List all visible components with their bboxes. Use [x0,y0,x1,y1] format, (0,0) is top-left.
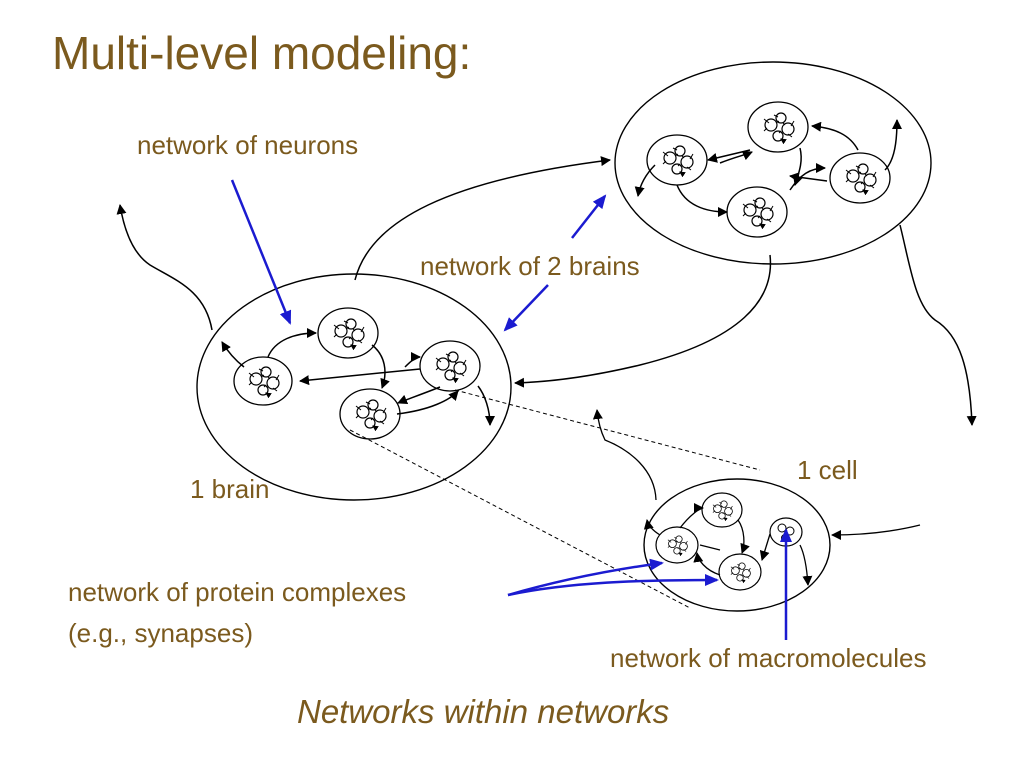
label-1-cell: 1 cell [797,455,858,485]
arrow-to-protein-complex-1 [507,558,664,597]
arrow-to-brain-network-lower [503,284,549,332]
label-1-brain: 1 brain [190,474,270,504]
slide-caption: Networks within networks [297,693,670,730]
cell-ellipse [643,478,831,612]
neuron-cluster [419,340,481,392]
label-network-of-macromolecules: network of macromolecules [610,643,927,673]
arrow-to-protein-complex-2 [507,574,719,597]
brain-ellipse-left [196,273,512,501]
neuron-cluster [747,101,809,153]
neuron-cluster [317,307,379,359]
arrow-to-brain-network-upper [571,194,607,239]
neuron-cluster [646,134,708,186]
neuron-cluster [726,186,788,238]
label-network-of-protein-complexes: network of protein complexes [68,577,407,607]
neuron-cluster [233,356,293,406]
slide-title: Multi-level modeling: [52,27,472,79]
protein-complex-cluster [718,553,762,591]
label-network-of-2-brains: network of 2 brains [420,251,640,281]
neuron-cluster [339,388,401,440]
protein-complex-cluster [701,492,743,528]
arrow-to-neuron-network [230,179,292,325]
label-synapses-example: (e.g., synapses) [68,618,253,648]
neuron-cluster [829,152,891,204]
brain-ellipse-right [614,61,932,265]
label-network-of-neurons: network of neurons [137,130,359,160]
protein-complex-cluster [655,526,699,564]
